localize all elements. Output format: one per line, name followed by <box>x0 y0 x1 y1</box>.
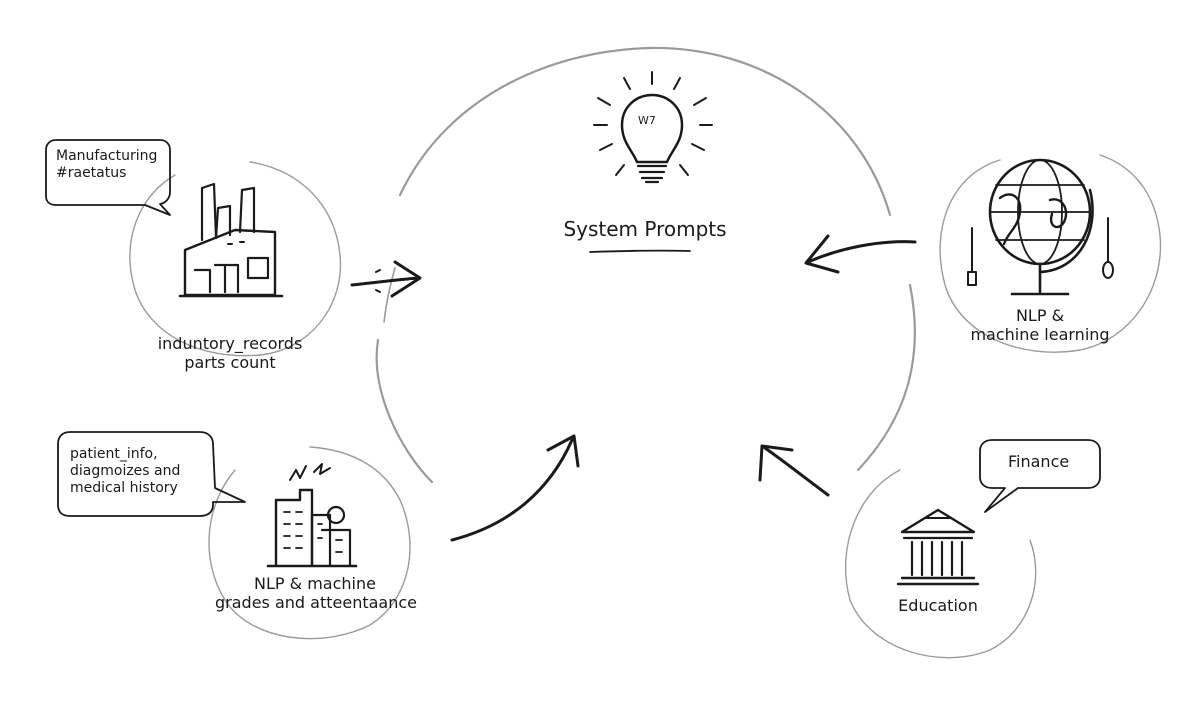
node-circle-nlp <box>939 154 1162 353</box>
hospital-building-icon <box>266 463 358 568</box>
arrow-healthcare-to-center <box>450 434 580 542</box>
node-label-education: Education <box>878 596 998 615</box>
factory-icon <box>178 182 284 298</box>
bubble-line: Finance <box>1008 452 1070 471</box>
bubble-text-healthcare: patient_info, diagmoizes and medical his… <box>70 446 180 497</box>
node-label-healthcare: NLP & machine grades and atteentaance <box>215 574 417 612</box>
node-label-nlp: NLP & machine learning <box>960 306 1120 344</box>
bubble-line: #raetatus <box>56 165 127 181</box>
arrow-education-to-center <box>758 444 830 497</box>
speech-bubble-manufacturing <box>45 139 171 216</box>
bubble-line: patient_info, <box>70 446 158 462</box>
label-line: NLP & <box>1015 306 1065 325</box>
bubble-line: medical history <box>70 480 178 496</box>
central-cycle-circle <box>375 46 916 484</box>
lightbulb-icon <box>593 71 713 184</box>
bubble-line: diagmoizes and <box>70 463 181 479</box>
label-line: grades and atteentaance <box>215 593 417 612</box>
node-circle-healthcare <box>208 446 411 640</box>
node-circle-education <box>844 469 1037 659</box>
node-circle-manufacturing <box>129 161 342 357</box>
bubble-text-manufacturing: Manufacturing #raetatus <box>56 148 157 182</box>
label-line: machine learning <box>970 325 1110 344</box>
label-line: NLP & machine <box>254 574 376 593</box>
center-title: System Prompts <box>563 217 727 241</box>
bulb-text: W7 <box>638 114 656 127</box>
arrow-manufacturing-to-center <box>350 260 422 298</box>
label-line: Education <box>898 596 978 615</box>
globe-icon <box>967 158 1114 296</box>
title-underline <box>589 249 691 253</box>
node-label-manufacturing: induntory_records parts count <box>150 334 310 372</box>
arrow-nlp-to-center <box>804 234 917 274</box>
speech-bubble-finance <box>979 439 1101 513</box>
bubble-line: Manufacturing <box>56 148 158 164</box>
bubble-text-finance: Finance <box>1008 453 1069 470</box>
label-line: parts count <box>184 353 276 372</box>
label-line: induntory_records <box>157 334 303 353</box>
speech-bubble-healthcare <box>57 431 246 517</box>
bank-columns-icon <box>896 508 980 586</box>
